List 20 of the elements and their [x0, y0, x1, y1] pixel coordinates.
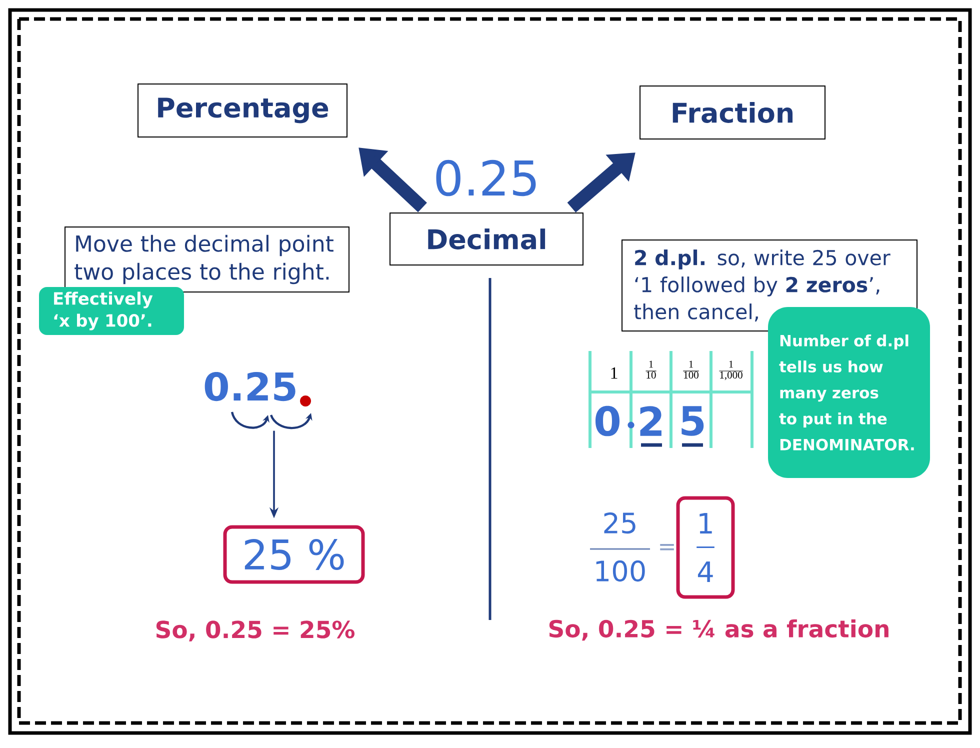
- value-label: 0.25: [436, 160, 536, 196]
- digit: 2: [640, 406, 662, 436]
- heading-box: Decimal: [390, 212, 584, 266]
- conclusion-text: So, 0.25 = ¼ as a fraction: [549, 619, 888, 641]
- result-box: 1 4: [676, 496, 735, 599]
- fraction: 25 100: [590, 512, 650, 582]
- heading-box: Fraction: [640, 86, 826, 140]
- digit: 5: [682, 406, 704, 436]
- note-box: Number of d.pl tells us how many zeros to put in the DENOMINATOR.: [768, 307, 930, 478]
- result-box: 25 %: [223, 525, 365, 584]
- text-box: Move the decimal point two places to the right.: [64, 226, 350, 292]
- column-header: 1 10: [645, 360, 657, 379]
- conclusion-text: So, 0.25 = 25%: [156, 620, 354, 642]
- digit: 0: [596, 406, 620, 436]
- column-header: 1 100: [682, 360, 700, 379]
- decimal-number: 0.25: [204, 372, 296, 402]
- heading-box: Percentage: [138, 84, 348, 138]
- note-box: Effectively ‘x by 100’.: [39, 287, 184, 335]
- column-header: 1: [611, 367, 618, 379]
- column-header: 1 1,000: [718, 360, 744, 380]
